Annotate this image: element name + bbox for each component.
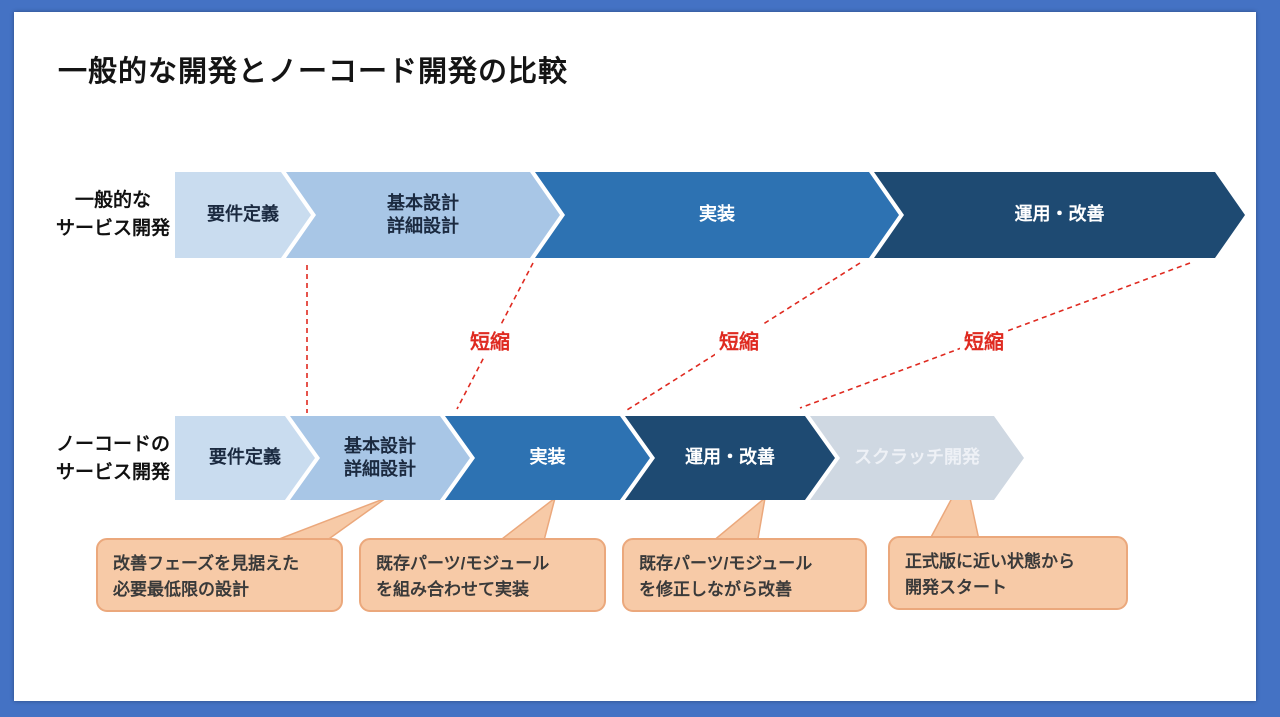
callout-text-line: を組み合わせて実装 [376, 580, 529, 600]
phase-label: 基本設計 [344, 435, 416, 456]
phase-label: 運用・改善 [685, 447, 775, 468]
phase-label: 実装 [699, 204, 735, 225]
row-label-line: ノーコードの [55, 434, 170, 455]
shorten-label-implementation: 短縮 [715, 324, 763, 356]
phase-label: 要件定義 [207, 204, 279, 225]
callout-text-line: 開発スタート [905, 578, 1007, 598]
callout-combine-modules: 既存パーツ/モジュール を組み合わせて実装 [359, 538, 606, 612]
callout-text-line: 正式版に近い状態から [905, 552, 1075, 571]
shorten-label-design: 短縮 [466, 324, 514, 356]
phase-nocode-scratch: スクラッチ開発 [810, 416, 1024, 500]
row-label-line: サービス開発 [55, 461, 170, 483]
callout-text-line: 既存パーツ/モジュール [376, 554, 550, 573]
phase-label: 詳細設計 [387, 216, 459, 236]
callout-minimal-design: 改善フェーズを見据えた 必要最低限の設計 [96, 538, 343, 612]
phase-label: 詳細設計 [344, 459, 416, 479]
phase-nocode-requirements: 要件定義 [175, 416, 315, 500]
phase-general-requirements: 要件定義 [175, 172, 311, 258]
phase-label: スクラッチ開発 [854, 447, 980, 468]
phase-label: 運用・改善 [1014, 204, 1105, 225]
callout-text-line: 既存パーツ/モジュール [639, 554, 813, 573]
phase-general-design: 基本設計 詳細設計 [286, 172, 560, 258]
callout-text-line: 必要最低限の設計 [113, 580, 249, 600]
row-label-line: 一般的な [74, 190, 151, 211]
row-label-general-development: 一般的な サービス開発 [28, 187, 198, 242]
phase-label: 基本設計 [387, 192, 459, 213]
phase-label: 実装 [529, 447, 566, 468]
shorten-label-operation: 短縮 [960, 324, 1008, 356]
slide-canvas: 一般的な開発とノーコード開発の比較 一般的な サービス開発 ノーコードの サービ… [14, 12, 1256, 701]
phase-label: 要件定義 [209, 447, 281, 468]
phase-general-operation: 運用・改善 [874, 172, 1245, 258]
phase-nocode-design: 基本設計 詳細設計 [290, 416, 470, 500]
callout-text-line: を修正しながら改善 [639, 580, 792, 600]
callout-text-line: 改善フェーズを見据えた [113, 554, 300, 573]
page-title: 一般的な開発とノーコード開発の比較 [58, 56, 569, 88]
phase-nocode-operation: 運用・改善 [625, 416, 835, 500]
callout-start-near-final: 正式版に近い状態から 開発スタート [888, 536, 1128, 610]
row-label-nocode-development: ノーコードの サービス開発 [28, 431, 198, 486]
phase-general-implementation: 実装 [535, 172, 899, 258]
row-label-line: サービス開発 [55, 217, 170, 239]
phase-nocode-implementation: 実装 [445, 416, 650, 500]
callout-modify-modules: 既存パーツ/モジュール を修正しながら改善 [622, 538, 867, 612]
